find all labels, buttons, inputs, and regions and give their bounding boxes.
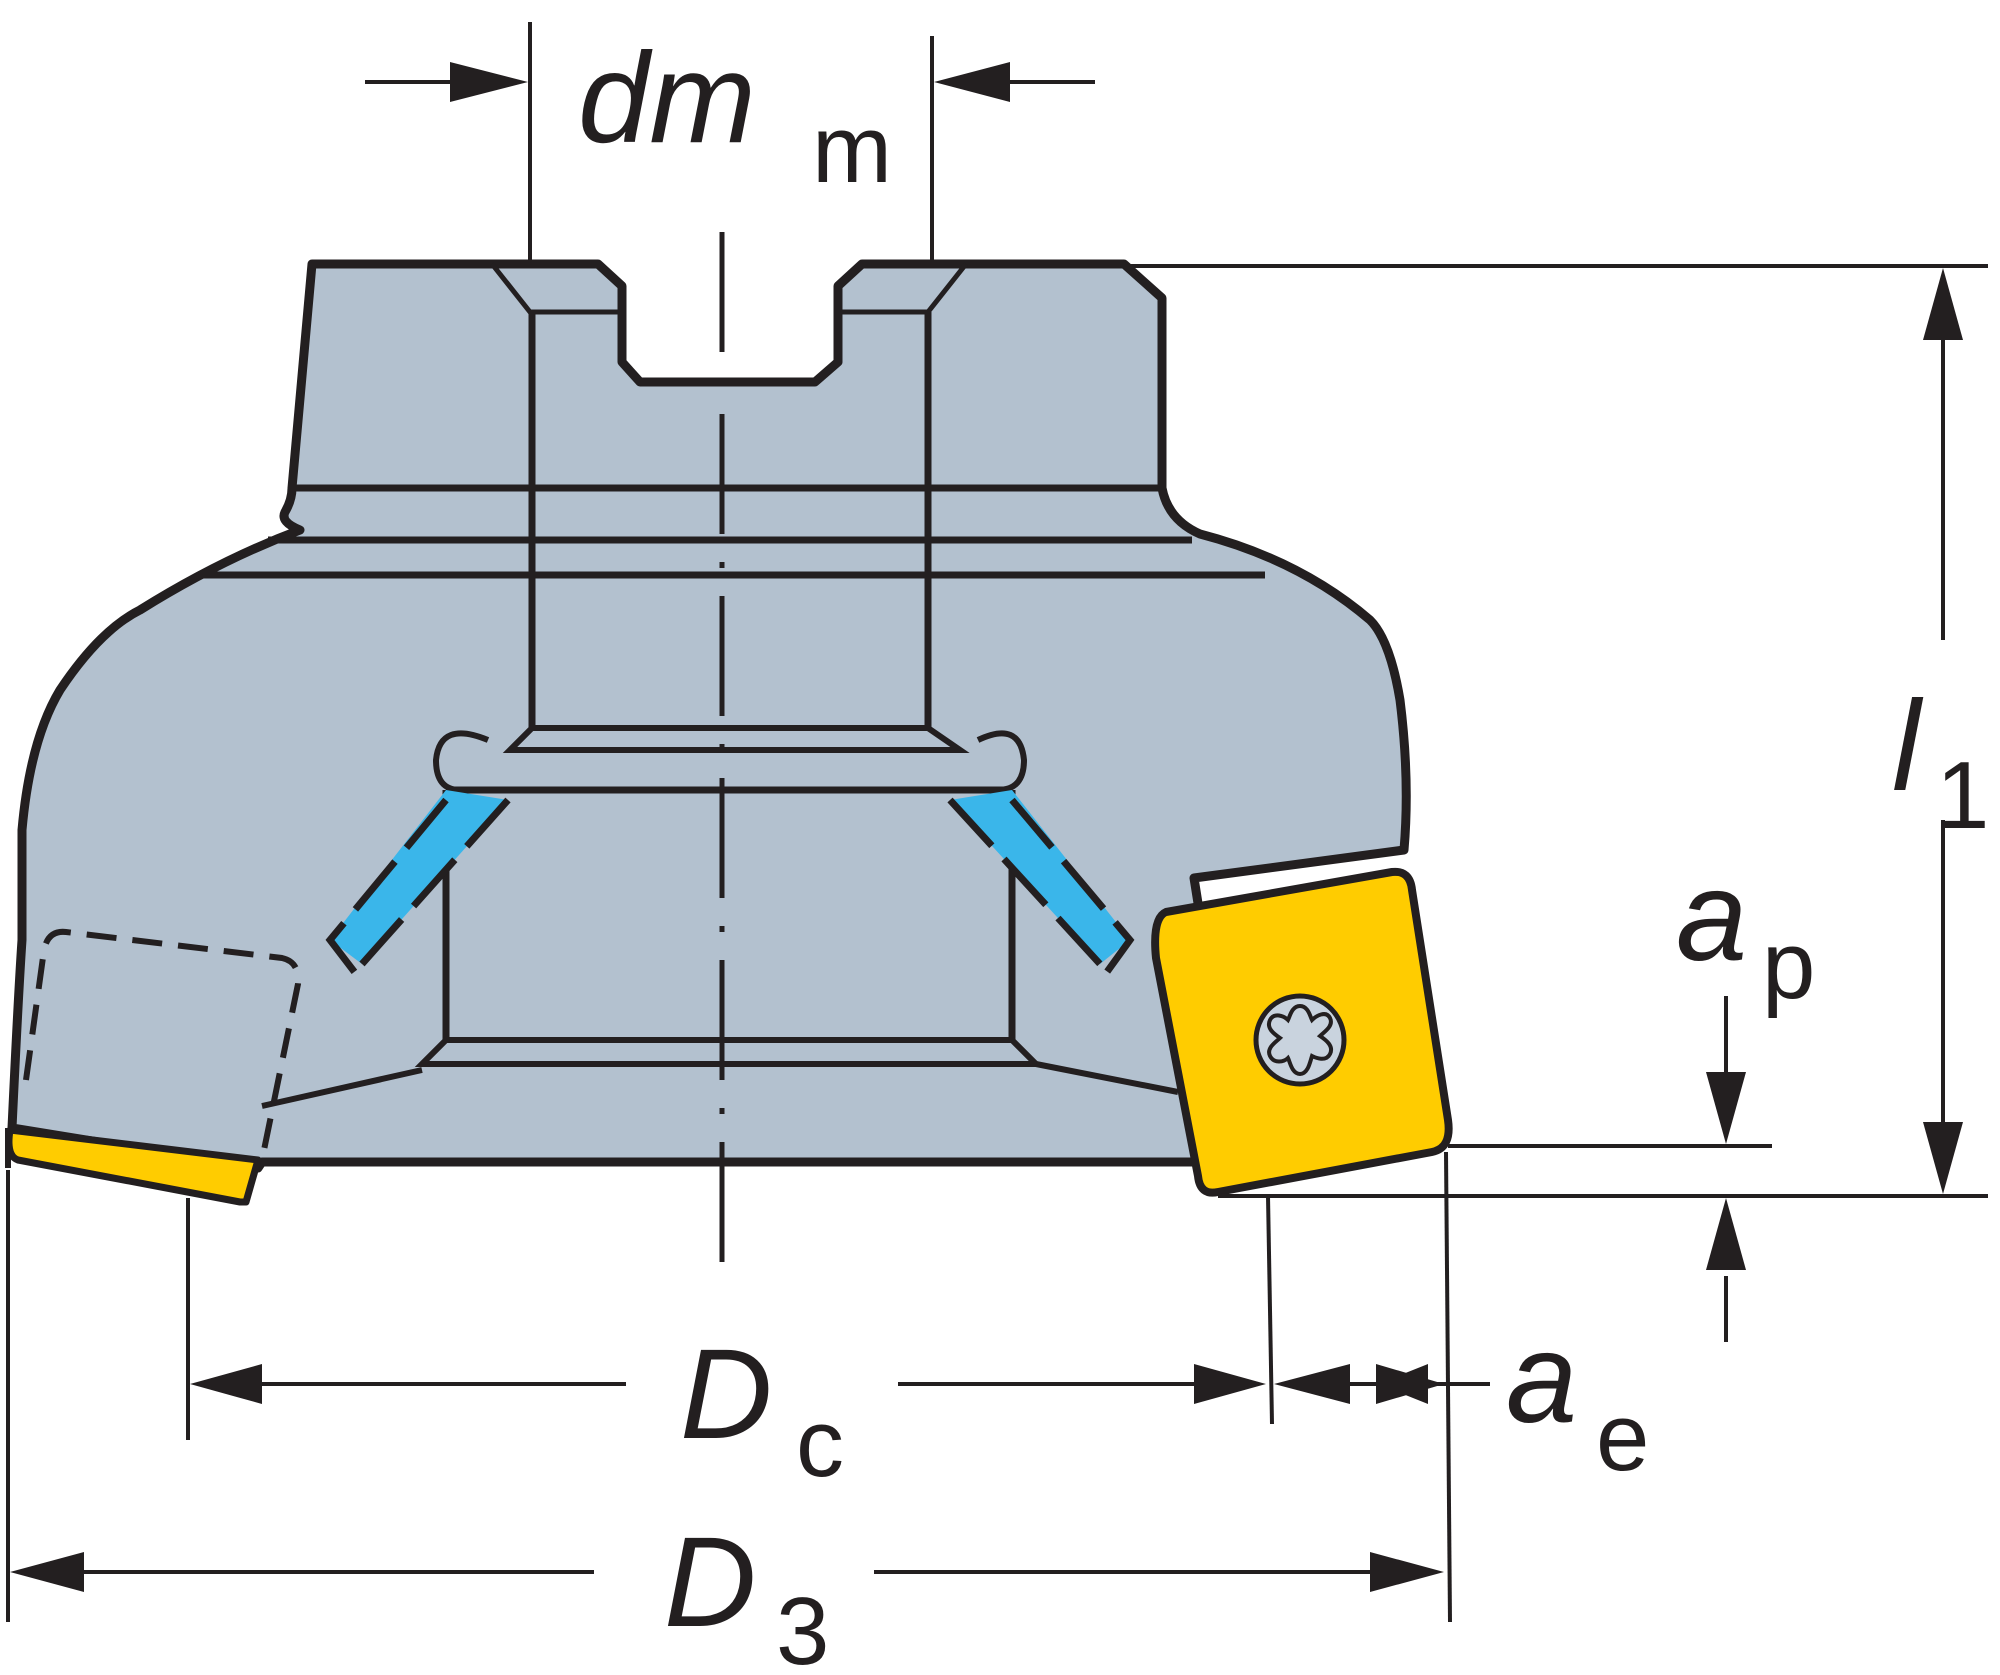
dm-arrow-right: [934, 62, 1010, 102]
insert-pocket-dashed: [23, 928, 302, 1151]
ap-arrow-down: [1706, 1072, 1746, 1144]
svg-text:D: D: [680, 1323, 772, 1466]
insert-screw: [1253, 993, 1347, 1087]
l1-arrow-top: [1923, 268, 1963, 340]
arrowheads: [10, 62, 1963, 1592]
svg-text:3: 3: [776, 1578, 829, 1675]
ap-arrow-up: [1706, 1198, 1746, 1270]
svg-text:D: D: [664, 1511, 756, 1654]
bore-bottom: [414, 1037, 1044, 1067]
counterbore: [502, 725, 970, 753]
dm-arrow-left: [450, 62, 528, 102]
d3-arrow-right: [1370, 1552, 1444, 1592]
dimension-lines: [6, 22, 1988, 1623]
label-d3: D 3: [664, 1511, 829, 1675]
label-ae: a e: [1506, 1307, 1649, 1491]
svg-text:m: m: [812, 96, 892, 203]
dc-arrow-right: [1194, 1364, 1266, 1404]
label-dc: D c: [680, 1323, 844, 1497]
svg-text:e: e: [1596, 1384, 1649, 1491]
svg-text:l: l: [1892, 675, 1924, 818]
ae-arrow-left: [1274, 1364, 1350, 1404]
coolant-channel-left: [330, 790, 508, 964]
coolant-channel-left-outline: [325, 797, 511, 977]
svg-text:a: a: [1676, 845, 1747, 988]
label-l1: l 1: [1892, 675, 1989, 849]
svg-text:dm: dm: [578, 27, 756, 170]
chip-face-right: [1035, 1061, 1179, 1095]
coolant-channel-right: [950, 790, 1130, 964]
l1-arrow-bottom: [1923, 1122, 1963, 1194]
chip-face-left: [261, 1067, 423, 1109]
dc-arrow-left: [190, 1364, 262, 1404]
label-dm: dm m: [578, 27, 892, 203]
svg-text:1: 1: [1936, 742, 1989, 849]
svg-text:c: c: [796, 1390, 844, 1497]
d3-arrow-left: [10, 1552, 84, 1592]
ae-arrow-right: [1376, 1364, 1444, 1404]
coolant-channel-right-outline: [947, 797, 1135, 979]
label-ap: a p: [1676, 845, 1815, 1019]
torx-icon: [1267, 1003, 1333, 1077]
svg-text:a: a: [1506, 1307, 1577, 1450]
svg-text:p: p: [1762, 912, 1815, 1019]
